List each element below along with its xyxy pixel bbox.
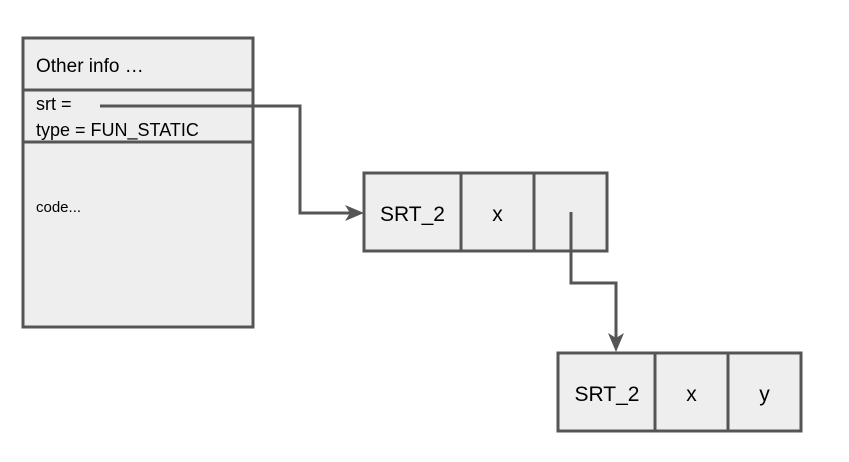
srt-table-2-cell-3 xyxy=(726,351,803,433)
srt-pointer-arrow xyxy=(100,104,364,221)
srt-table-2: SRT_2 x y xyxy=(556,351,803,433)
srt-table-2-cell-2-label: x xyxy=(686,383,697,406)
srt-table-2-cell-1-label: SRT_2 xyxy=(575,383,640,406)
srt-table-1: SRT_2 x xyxy=(362,171,609,253)
srt-table-1-cell-2-label: x xyxy=(492,203,503,226)
info-table: Other info … srt = type = FUN_STATIC cod… xyxy=(21,36,255,329)
srt-table-1-cell-1 xyxy=(362,171,463,253)
info-header-label: Other info … xyxy=(36,56,144,77)
srt-table-2-cell-3-label: y xyxy=(759,383,770,406)
srt-link-line xyxy=(569,212,618,338)
info-table-outline xyxy=(21,36,255,329)
srt-link-arrow xyxy=(569,212,624,352)
type-field-label: type = FUN_STATIC xyxy=(36,120,199,141)
srt-link-arrowhead xyxy=(608,333,624,352)
srt-pointer-line xyxy=(100,104,350,215)
srt-pointer-arrowhead xyxy=(345,205,364,221)
srt-field-label: srt = xyxy=(36,94,72,114)
srt-table-1-cell-2 xyxy=(459,171,536,253)
code-label: code... xyxy=(36,199,81,216)
srt-table-1-cell-1-label: SRT_2 xyxy=(380,203,445,226)
